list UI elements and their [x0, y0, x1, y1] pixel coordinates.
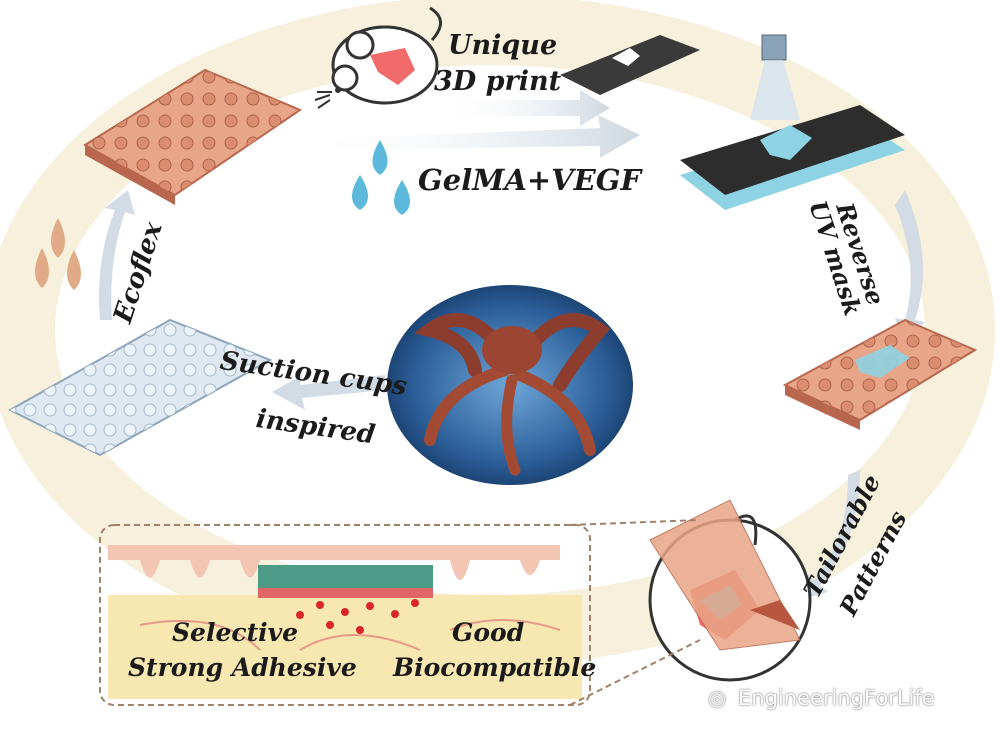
- peg-board-top: [83, 68, 303, 205]
- printed-mask-sheet: [560, 35, 700, 95]
- suction-cup-sheet: [7, 318, 273, 457]
- inset-label-good: Good: [452, 618, 525, 647]
- uv-lamp-icon: [750, 34, 800, 120]
- arrow-gelma: [300, 115, 640, 158]
- arrow-3d-print: [440, 90, 610, 126]
- arrow-suction: [272, 375, 385, 410]
- label-unique: Unique: [448, 30, 558, 61]
- patterned-peg-board: [782, 318, 978, 430]
- gelma-droplets-icon: [352, 140, 410, 215]
- label-3d-print: 3D print: [434, 66, 562, 97]
- label-gelma-vegf: GelMA+VEGF: [418, 163, 642, 197]
- mouse-with-patch-icon: [648, 499, 812, 682]
- mouse-icon: [314, 6, 442, 109]
- inset-label-strong-adhesive: Strong Adhesive: [128, 653, 357, 682]
- inset-label-biocompatible: Biocompatible: [393, 653, 597, 682]
- watermark-text: EngineeringForLife: [738, 686, 935, 710]
- inset-label-selective: Selective: [172, 618, 299, 647]
- octopus-photo: [387, 285, 633, 485]
- uv-mask-board: [680, 105, 905, 210]
- ecoflex-droplets-icon: [35, 218, 81, 290]
- arrow-ecoflex: [99, 190, 135, 320]
- adhesion-inset: [99, 519, 701, 706]
- arrow-reverse-uv: [895, 190, 925, 345]
- watermark-icon: ◎: [708, 686, 727, 710]
